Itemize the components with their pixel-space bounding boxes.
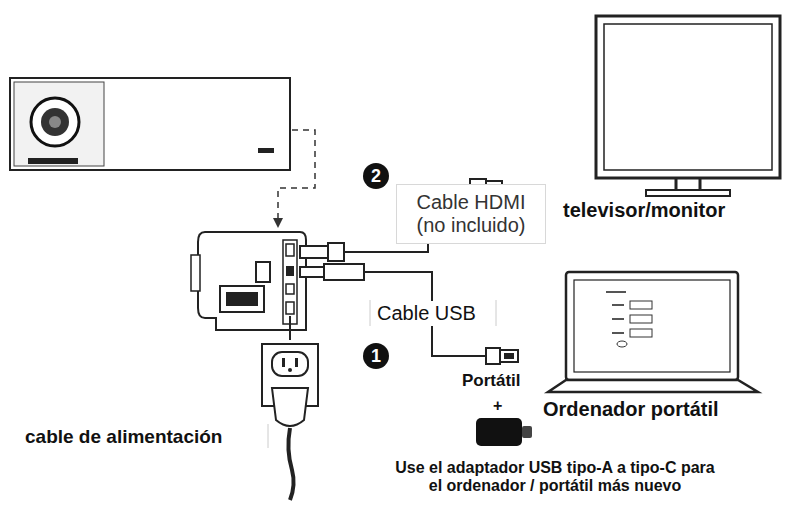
hub-side [191, 255, 200, 291]
hub-panel-slot [226, 292, 258, 306]
hub-port-strip [283, 240, 297, 324]
dashed-link [278, 130, 315, 222]
tv-frame [596, 16, 780, 178]
cable-label: cable de alimentación [22, 425, 225, 449]
screen-lines [606, 292, 626, 333]
usb-port [286, 266, 294, 276]
outlet-ground [288, 368, 292, 372]
tv-neck [676, 178, 700, 190]
laptop-screen [574, 280, 730, 372]
usb-plug-grip [324, 264, 364, 280]
callout-number: 2 [363, 163, 389, 189]
outlet-slot [282, 358, 285, 367]
plus-sign: + [493, 397, 502, 415]
camera-lens-center [49, 116, 61, 128]
device-label: Ordenador portátil [543, 398, 719, 421]
screen-field [630, 301, 652, 309]
hub-button [256, 262, 270, 282]
camera-lens [31, 98, 79, 146]
power-plug [272, 388, 308, 426]
camera-foot [28, 158, 78, 164]
laptop-lid [566, 272, 738, 380]
tv-stand [646, 190, 730, 196]
callout-number: 1 [363, 343, 389, 369]
laptop-base [548, 380, 758, 392]
usb-plug-contact [504, 353, 514, 359]
outlet-slot [295, 358, 298, 367]
screen-button [617, 341, 627, 347]
outlet-socket [272, 352, 308, 376]
port [286, 284, 294, 294]
usb-c-adapter [476, 418, 522, 446]
camera-face [14, 82, 104, 166]
note-text: Use el adaptador USB tipo-A a tipo-C par… [395, 459, 715, 496]
usb-plug [300, 267, 324, 277]
usb-c-tip [522, 426, 532, 438]
cable-label-box: Cable HDMI (no incluido) [396, 184, 546, 244]
hdmi-plug [300, 246, 330, 258]
tv-screen [604, 24, 772, 170]
usb-plug-far-tip [500, 350, 518, 362]
usb-plug-far [486, 348, 500, 364]
camera-body [10, 78, 290, 170]
dashed-arrowhead [273, 218, 283, 228]
camera-lens-inner [41, 108, 69, 136]
hub-panel [220, 286, 264, 312]
usb-cable [364, 272, 486, 356]
power-cable-hub [289, 316, 291, 340]
screen-field [630, 315, 652, 323]
screen-field [630, 329, 652, 337]
box-text: Cable HDMI (no incluido) [403, 191, 539, 237]
label-bar [370, 300, 496, 326]
hdmi-port [286, 244, 294, 256]
device-label: televisor/monitor [563, 199, 725, 222]
power-port [286, 302, 294, 314]
hub-body [198, 232, 306, 330]
label-bar [268, 424, 269, 448]
hdmi-plug-grip [328, 243, 344, 261]
camera-logo [258, 148, 274, 153]
power-cord [288, 428, 293, 500]
plug-label: Portátil [462, 371, 521, 391]
cable-label: Cable USB [374, 301, 479, 326]
